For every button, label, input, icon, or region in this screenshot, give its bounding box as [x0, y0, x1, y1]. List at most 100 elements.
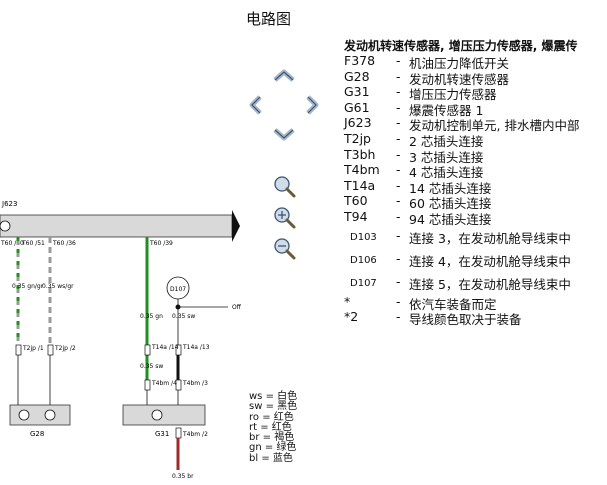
color-abbr: bl: [249, 452, 259, 464]
wire-label-1: 0.35 gn/gr: [12, 283, 44, 290]
chevron-up-icon[interactable]: [273, 69, 295, 82]
color-key-item: sw = 黑色: [249, 401, 298, 413]
connector-label-2: T2jp /2: [54, 345, 76, 352]
wire-label-4: 0.35 sw: [172, 313, 195, 320]
legend-dash: -: [396, 208, 401, 224]
g31-component: [122, 404, 206, 426]
legend-code: T94: [344, 208, 368, 224]
legend-code: T2jp: [344, 130, 371, 146]
legend-code: G61: [344, 99, 370, 115]
ecu-ground-symbol: [0, 220, 11, 232]
connector-label-6: T4bm /3: [182, 380, 208, 387]
ecu-label: J623: [1, 200, 17, 208]
color-name: 白色: [277, 391, 298, 402]
wire-label-2: 0.35 ws/gr: [42, 283, 74, 290]
legend-desc: 连接 4，在发动机舱导线束中: [409, 253, 571, 269]
legend-heading: 发动机转速传感器, 增压压力传感器, 爆震传: [344, 39, 578, 53]
connector-label-4: T14a /13: [182, 344, 210, 351]
nav-controls: [249, 69, 319, 260]
legend-dash: -: [396, 84, 401, 100]
wire-label-6: 0.35 br: [172, 473, 194, 480]
pin-label-3: T60 /36: [52, 240, 76, 247]
legend-desc: 依汽车装备而定: [409, 296, 497, 312]
component-label-g31: G31: [155, 430, 169, 438]
legend-code: D106: [350, 254, 377, 266]
legend-code: T4bm: [344, 162, 380, 178]
legend-dash: -: [396, 115, 401, 131]
legend-dash: -: [396, 68, 401, 84]
side-label: Off: [232, 304, 242, 311]
legend-desc: 增压压力传感器: [409, 87, 497, 103]
color-key-item: rt = 红色: [249, 421, 292, 433]
connector-label-1: T2jp /1: [22, 345, 44, 352]
color-key-item: bl = 蓝色: [249, 452, 293, 464]
legend-desc: 连接 3，在发动机舱导线束中: [409, 230, 571, 246]
zoom-in-icon[interactable]: [274, 207, 296, 229]
color-name: 蓝色: [272, 452, 293, 464]
color-name: 绿色: [276, 442, 297, 454]
legend-dash: -: [396, 293, 401, 309]
legend-desc: 爆震传感器 1: [409, 102, 484, 118]
legend-code: J623: [344, 115, 372, 131]
component-label-g28: G28: [30, 430, 44, 438]
magnifier-icon[interactable]: [274, 176, 296, 198]
legend-desc: 连接 5，在发动机舱导线束中: [409, 276, 571, 292]
pin-label-4: T60 /39: [149, 240, 173, 247]
legend-dash: -: [396, 53, 401, 68]
chevron-right-icon[interactable]: [306, 95, 319, 115]
color-abbr: sw: [249, 401, 263, 413]
legend-dash: -: [396, 146, 401, 162]
legend-code: T60: [344, 193, 368, 209]
legend-code: D103: [350, 231, 377, 243]
legend-dash: -: [396, 273, 401, 289]
color-abbr: rt: [249, 421, 258, 433]
color-key-item: ro = 红色: [249, 411, 294, 423]
color-name: 褐色: [274, 432, 295, 444]
legend-code: *2: [344, 309, 359, 325]
legend-dash: -: [396, 99, 401, 115]
color-abbr: ws: [249, 391, 263, 402]
legend-dash: -: [396, 193, 401, 209]
legend-desc: 60 芯插头连接: [409, 196, 492, 212]
legend-desc: 机油压力降低开关: [409, 56, 510, 71]
chevron-down-icon[interactable]: [273, 128, 295, 141]
color-key-item: gn = 绿色: [249, 442, 297, 454]
legend-desc: 发动机控制单元, 排水槽内中部: [409, 118, 580, 134]
color-abbr: ro: [249, 411, 260, 423]
page-title: 电路图: [246, 10, 292, 28]
legend-dash: -: [396, 309, 401, 325]
legend-code: G28: [344, 68, 370, 84]
legend-code: D107: [350, 277, 377, 289]
color-name: 红色: [271, 421, 292, 433]
ecu-arrow: [232, 210, 240, 242]
zoom-out-icon[interactable]: [274, 238, 296, 260]
legend-desc: 发动机转速传感器: [409, 71, 510, 87]
connector-label-3: T14a /14: [151, 344, 179, 351]
ecu-box: [0, 214, 233, 238]
pin-label-1: T60 /40: [0, 240, 24, 247]
legend-dash: -: [396, 130, 401, 146]
legend-code: *: [344, 293, 351, 309]
legend-desc: 4 芯插头连接: [409, 165, 484, 181]
connector-label-7: T4bm /2: [182, 431, 208, 438]
legend-dash: -: [396, 227, 401, 243]
legend-desc: 2 芯插头连接: [409, 133, 484, 149]
node-label-d107: D107: [170, 286, 186, 293]
legend-desc: 导线颜色取决于装备: [409, 312, 522, 328]
legend-dash: -: [396, 162, 401, 178]
color-abbr: br: [249, 432, 260, 444]
legend-desc: 3 芯插头连接: [409, 149, 484, 165]
color-name: 黑色: [277, 401, 298, 413]
legend-code: F378: [344, 53, 376, 68]
pin-label-2: T60 /51: [21, 240, 45, 247]
color-abbr: gn: [249, 442, 262, 454]
legend-dash: -: [396, 177, 401, 193]
wire-label-3: 0.35 gn: [140, 313, 163, 320]
color-name: 红色: [273, 411, 294, 423]
chevron-left-icon[interactable]: [249, 95, 262, 115]
connector-label-5: T4bm /4: [151, 380, 177, 387]
legend-desc: 14 芯插头连接: [409, 180, 492, 196]
legend-desc: 94 芯插头连接: [409, 211, 492, 227]
legend-code: T14a: [344, 177, 376, 193]
